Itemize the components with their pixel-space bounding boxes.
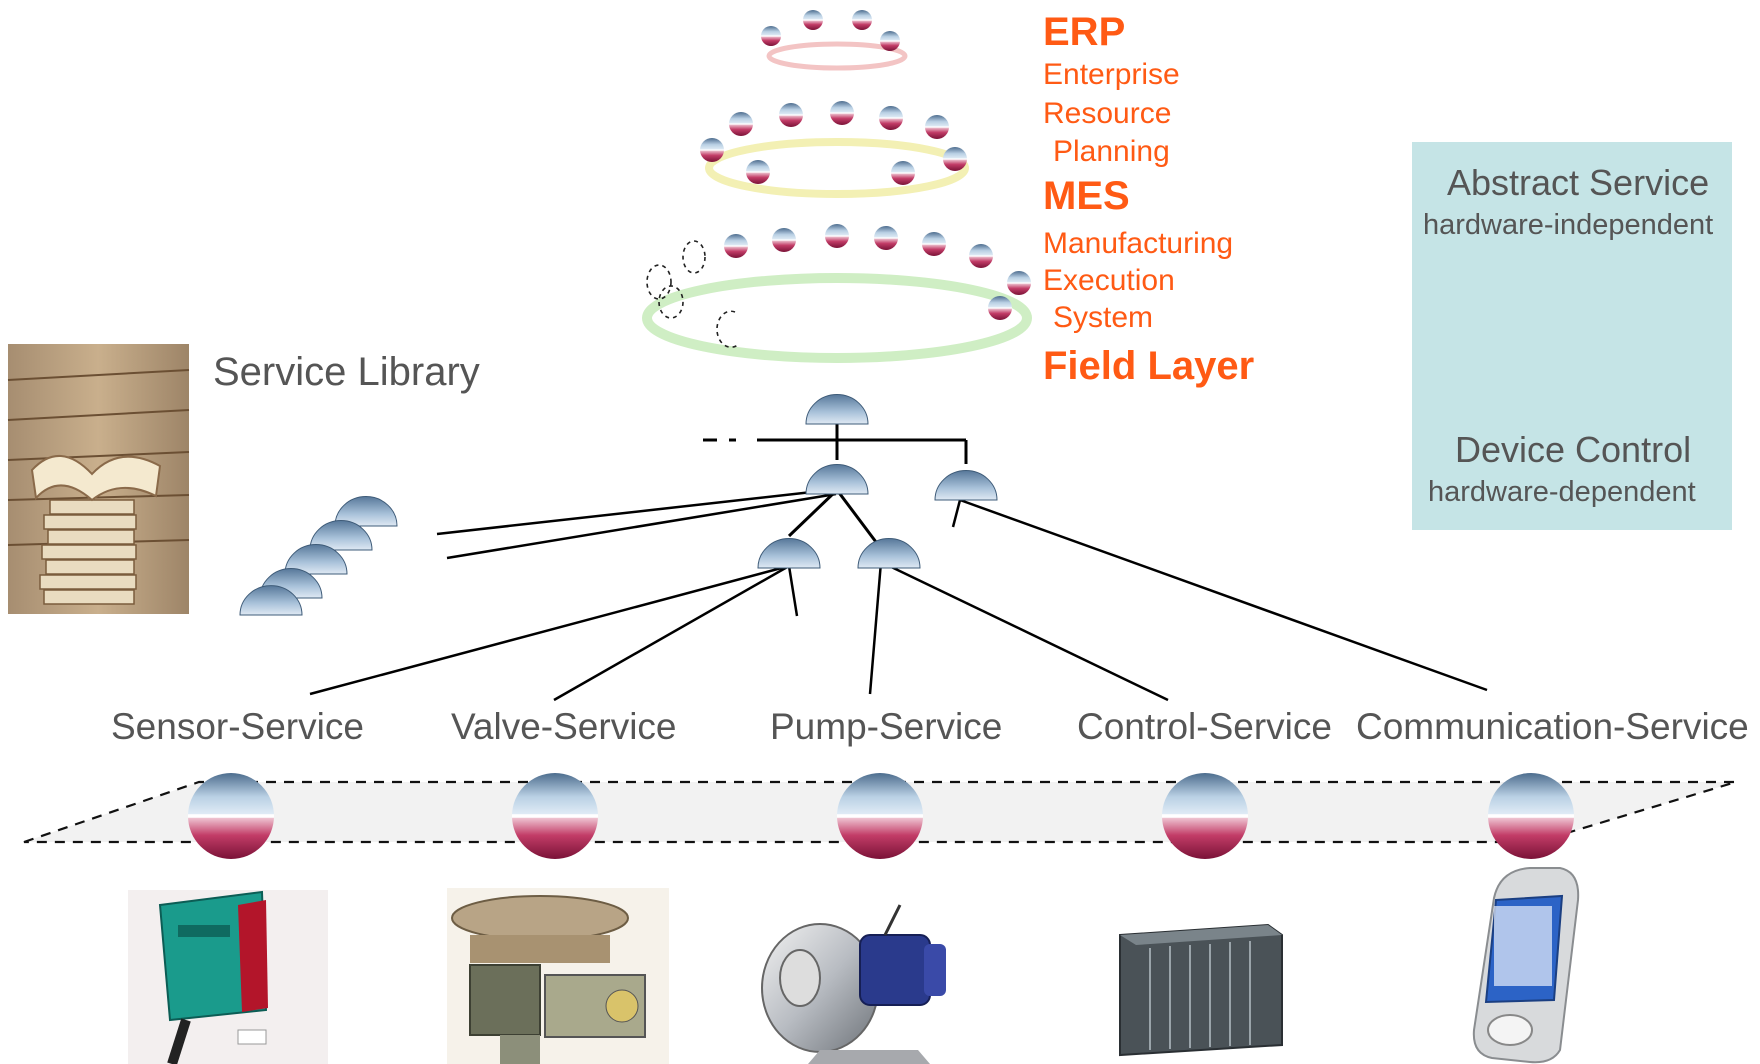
legend-panel (1412, 142, 1732, 530)
tree-dome (805, 394, 869, 425)
field-layer-sphere (724, 234, 748, 258)
sensor-device-image (128, 890, 328, 1064)
tree-dome (757, 538, 821, 569)
valve-service-label: Valve-Service (451, 706, 677, 747)
field-layer-sphere (874, 226, 898, 250)
mes-ring (705, 138, 969, 198)
mes-line-manufacturing: Manufacturing (1043, 227, 1234, 260)
service-library-label: Service Library (213, 350, 480, 394)
service-sphere-3 (837, 773, 923, 859)
mes-line-execution: Execution (1043, 264, 1175, 297)
tree-service-domes (757, 394, 998, 569)
mes-sphere (891, 161, 915, 185)
tree-dome (934, 470, 998, 501)
library-dome (334, 496, 398, 527)
mes-sphere (943, 147, 967, 171)
field-ring (642, 273, 1032, 363)
field-layer-sphere (988, 296, 1012, 320)
plc-device-image (1119, 923, 1283, 1057)
erp-ring (766, 41, 908, 71)
mes-sphere (729, 112, 753, 136)
service-sphere-5 (1488, 773, 1574, 859)
tree-dome (805, 464, 869, 495)
sensor-service-label: Sensor-Service (111, 706, 364, 747)
legend-device-control: Device Control (1455, 429, 1692, 470)
legend-hardware-independent: hardware-independent (1423, 209, 1714, 241)
legend-hardware-dependent: hardware-dependent (1428, 476, 1696, 508)
tree-dome (857, 538, 921, 569)
erp-sphere (803, 10, 823, 30)
library-service-domes (239, 496, 398, 616)
field-layer-sphere (969, 244, 993, 268)
erp-line-enterprise: Enterprise (1043, 58, 1180, 91)
erp-line-planning: Planning (1053, 135, 1170, 168)
control-service-label: Control-Service (1077, 706, 1332, 747)
mes-sphere (879, 106, 903, 130)
field-layer-sphere (772, 228, 796, 252)
communication-service-label: Communication-Service (1356, 706, 1749, 747)
erp-sphere (761, 26, 781, 46)
library-dome (284, 544, 348, 575)
mes-sphere (779, 103, 803, 127)
service-library-image (7, 344, 190, 614)
field-layer-title: Field Layer (1043, 344, 1255, 388)
field-layer-sphere (922, 232, 946, 256)
mes-sphere (830, 101, 854, 125)
library-dome (239, 585, 303, 616)
field-layer-sphere (1007, 271, 1031, 295)
pda-device-image (1472, 867, 1580, 1064)
mes-sphere (925, 115, 949, 139)
mes-sphere (700, 138, 724, 162)
erp-title: ERP (1043, 10, 1126, 54)
service-sphere-4 (1162, 773, 1248, 859)
service-sphere-2 (512, 773, 598, 859)
service-sphere-1 (188, 773, 274, 859)
service-links (309, 488, 1488, 702)
erp-sphere (852, 10, 872, 30)
pump-device-image (761, 904, 946, 1064)
mes-line-system: System (1053, 301, 1154, 334)
legend-abstract-service: Abstract Service (1447, 162, 1710, 203)
erp-line-resource: Resource (1043, 97, 1172, 130)
service-composition-tree (703, 424, 968, 543)
library-dome (309, 520, 373, 551)
pump-service-label: Pump-Service (770, 706, 1003, 747)
valve-device-image (447, 888, 669, 1064)
field-layer-sphere (825, 224, 849, 248)
mes-sphere (746, 160, 770, 184)
pyramid-service-spheres (700, 10, 1031, 320)
mes-title: MES (1043, 174, 1130, 218)
erp-sphere (880, 31, 900, 51)
dashed-loops (646, 240, 740, 349)
field-service-spheres (188, 773, 1574, 859)
